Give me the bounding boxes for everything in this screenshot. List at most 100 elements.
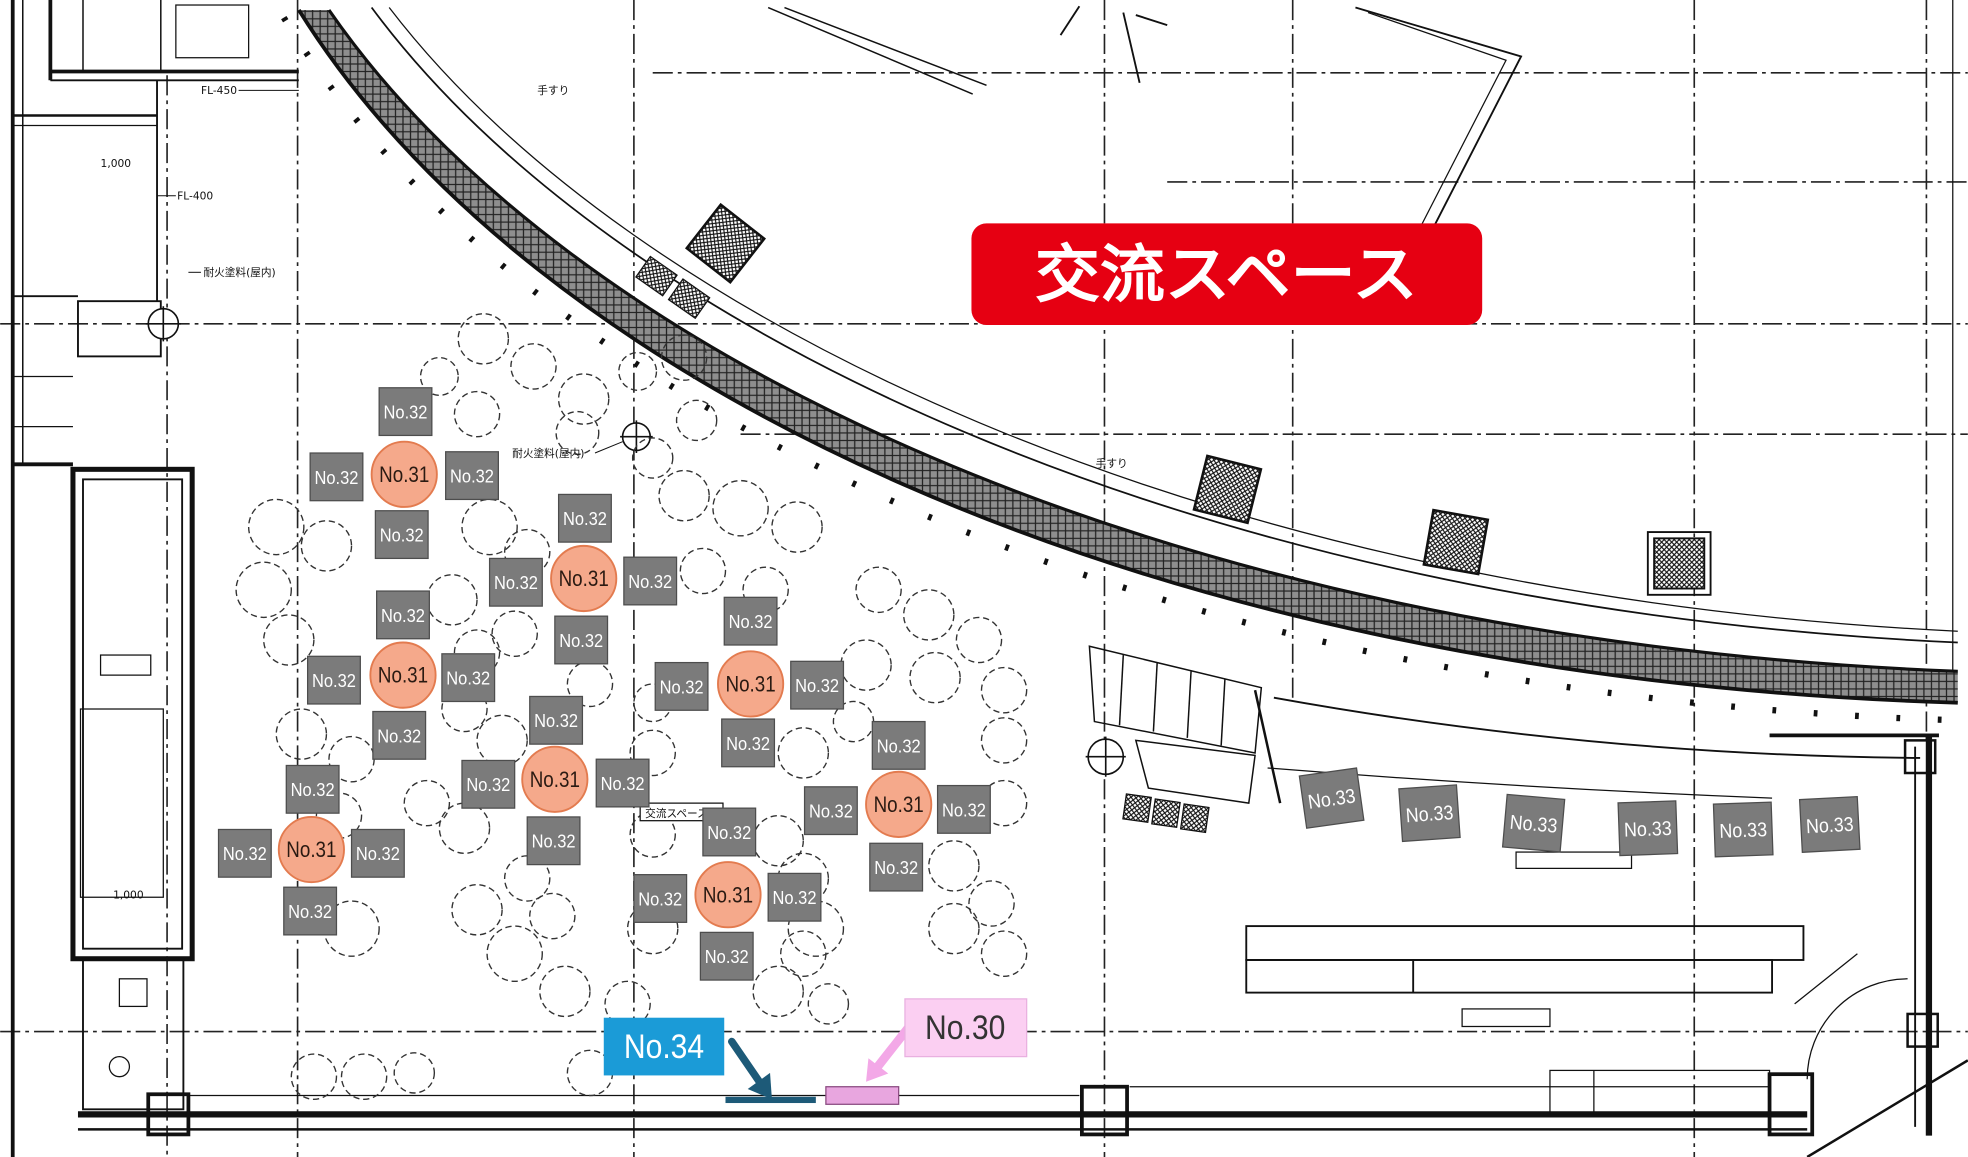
outline-line xyxy=(1135,14,1168,26)
marker-no32-box xyxy=(633,874,688,923)
marker-no32-box xyxy=(871,720,926,770)
stair-structure xyxy=(1088,645,1282,804)
marker-no33-box xyxy=(1298,767,1365,829)
marker-no32: No.32 xyxy=(557,493,612,543)
tree-symbol xyxy=(529,892,576,940)
no34-label-box xyxy=(603,1017,725,1076)
no34-bar xyxy=(725,1096,816,1104)
marker-no32-label: No.32 xyxy=(315,467,359,488)
no34-arrow-shaft xyxy=(728,1037,763,1085)
marker-no31-circle xyxy=(717,650,785,718)
marker-no32-label: No.32 xyxy=(450,466,494,487)
marker-no32-box xyxy=(936,784,991,834)
tree-symbol xyxy=(451,884,503,936)
marker-no32-label: No.32 xyxy=(559,630,603,651)
skylight-grate xyxy=(1192,454,1263,525)
marker-no32: No.32 xyxy=(936,784,991,834)
tree-symbol xyxy=(290,1053,338,1100)
marker-no32: No.32 xyxy=(372,710,427,760)
note-dimension: 1,000 xyxy=(113,888,144,901)
marker-no32-label: No.32 xyxy=(729,611,773,632)
marker-no32: No.32 xyxy=(623,556,678,606)
tree-symbol xyxy=(658,469,710,522)
hatched-area xyxy=(667,278,711,320)
label-box xyxy=(175,4,250,59)
tree-symbol xyxy=(403,779,451,827)
marker-no32-label: No.32 xyxy=(628,571,672,592)
column-symbols xyxy=(145,306,1126,777)
marker-no32-box xyxy=(557,493,612,543)
tree-symbol xyxy=(453,390,501,438)
no34-label: No.34 xyxy=(624,1028,704,1066)
label-box xyxy=(99,654,152,676)
marker-no32-label: No.32 xyxy=(312,670,356,691)
marker-no32-box xyxy=(306,655,361,705)
marker-no33-box xyxy=(1501,793,1566,853)
floor-grate xyxy=(1151,798,1181,829)
note-area-label: 交流スペース xyxy=(645,807,708,820)
skylight-grate xyxy=(1653,537,1706,590)
marker-no32: No.32 xyxy=(654,661,709,711)
fixture-outline xyxy=(118,978,148,1008)
tree-symbol xyxy=(618,351,658,391)
floor-grate xyxy=(1122,793,1152,824)
hatched-area xyxy=(635,255,678,297)
tree-symbol xyxy=(486,925,543,983)
marker-no33: No.33 xyxy=(1398,784,1461,843)
fixture-circle xyxy=(108,1055,131,1078)
skylight-grates xyxy=(635,202,1712,834)
marker-no33-label: No.33 xyxy=(1405,802,1454,827)
marker-no32: No.32 xyxy=(445,451,499,501)
column-crosshair xyxy=(620,420,653,454)
no30-label-box xyxy=(904,998,1028,1058)
tree-symbol xyxy=(461,498,518,556)
handrail-line xyxy=(370,7,1958,644)
wall-band-hatch xyxy=(298,10,1958,703)
marker-no32: No.32 xyxy=(554,615,609,665)
marker-no32-box xyxy=(526,816,581,866)
wall-post-marks xyxy=(281,15,1958,724)
marker-no31: No.31 xyxy=(277,815,345,884)
marker-no32: No.32 xyxy=(461,759,516,809)
tree-symbol xyxy=(928,902,980,955)
marker-no32-label: No.32 xyxy=(707,822,751,843)
marker-no32-box xyxy=(623,556,678,606)
note-fl-450: FL-450 xyxy=(201,84,237,97)
marker-no32: No.32 xyxy=(869,842,924,892)
marker-no32: No.32 xyxy=(217,828,272,878)
tree-symbol xyxy=(679,547,727,595)
marker-no32-box xyxy=(654,661,709,711)
tree-symbol xyxy=(909,651,961,704)
marker-no32-label: No.32 xyxy=(601,773,645,794)
marker-no32-box xyxy=(790,660,845,710)
marker-no32: No.32 xyxy=(595,758,650,808)
callout-no30: No.30 xyxy=(825,998,1028,1105)
marker-no32: No.32 xyxy=(378,387,433,437)
column-crosshair xyxy=(1085,736,1126,777)
tree-symbol xyxy=(980,666,1028,714)
tree-symbol xyxy=(980,717,1028,764)
floor-grate xyxy=(1179,803,1210,834)
tree-symbol xyxy=(980,930,1028,977)
marker-no32-box xyxy=(441,653,496,703)
stair-tread xyxy=(1186,671,1192,738)
marker-no32-box xyxy=(767,872,822,922)
tree-symbol xyxy=(902,589,955,641)
marker-no31-label: No.31 xyxy=(530,767,580,792)
stair-outline xyxy=(1134,739,1256,804)
marker-no32-label: No.32 xyxy=(356,843,400,864)
note-fire-paint: 耐火塗料(屋内) xyxy=(203,266,275,279)
tree-symbol xyxy=(780,930,827,977)
marker-no32-box xyxy=(595,758,650,808)
note-dimension: 1,000 xyxy=(101,157,132,170)
marker-no31: No.31 xyxy=(370,440,438,508)
tree-symbol xyxy=(787,900,845,957)
marker-no31-circle xyxy=(277,815,345,884)
marker-no32-box xyxy=(283,886,338,936)
marker-no32-label: No.32 xyxy=(809,801,853,822)
marker-no33-label: No.33 xyxy=(1509,812,1558,838)
tree-symbol xyxy=(539,965,591,1018)
marker-no32-box xyxy=(285,764,340,814)
tree-symbol xyxy=(419,356,459,396)
